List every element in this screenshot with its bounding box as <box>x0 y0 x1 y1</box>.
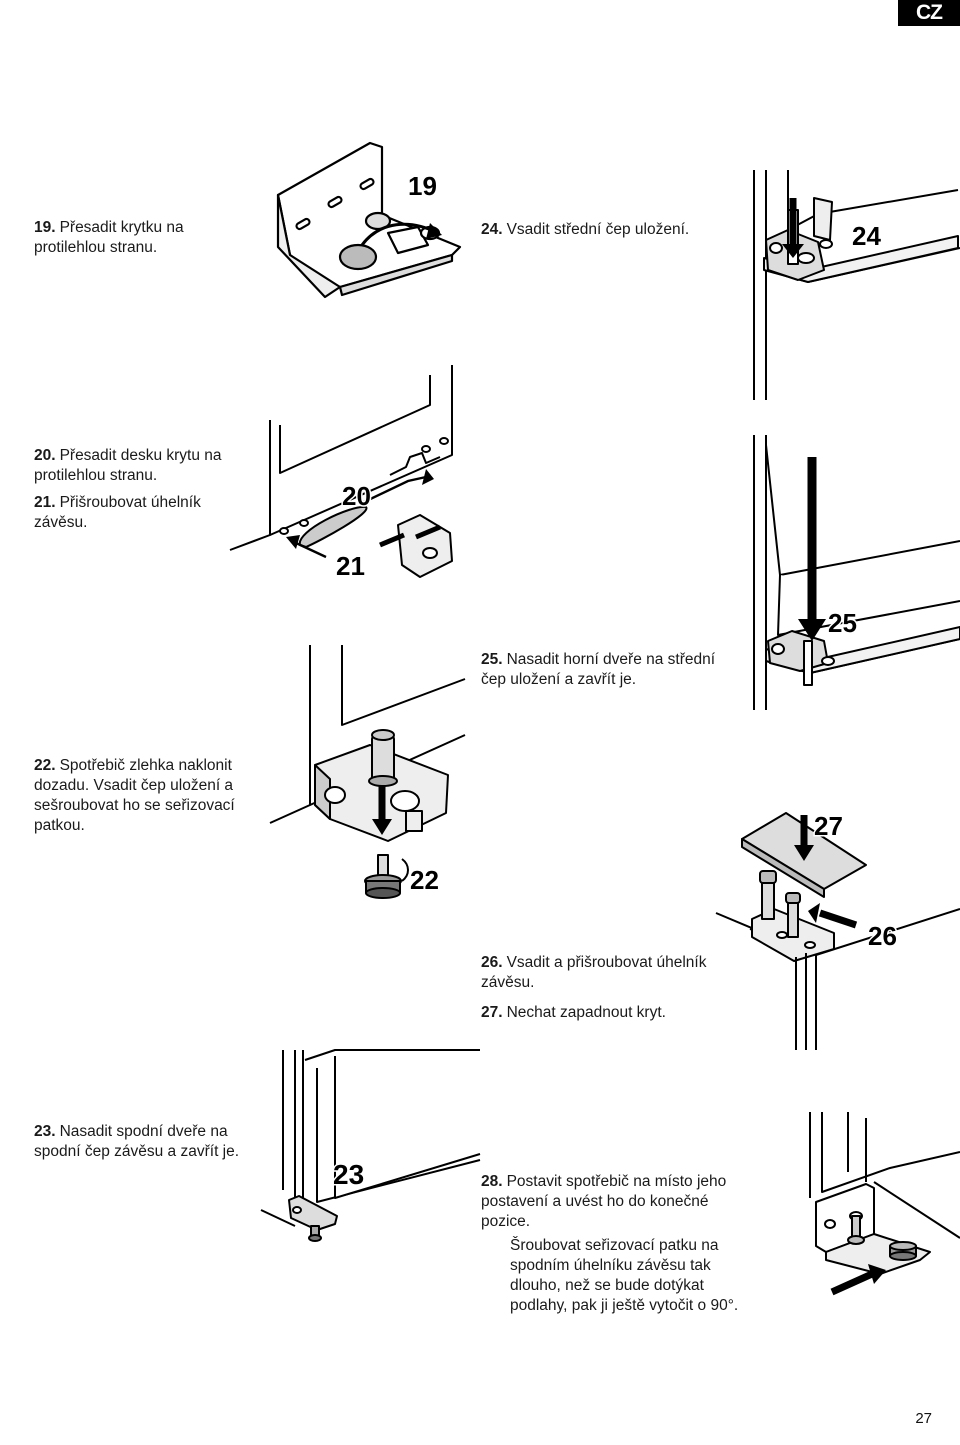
step-27-text: 27.Nechat zapadnout kryt. <box>481 1003 756 1023</box>
step-20-text: 20.Přesadit desku krytu na protilehlou s… <box>34 446 228 486</box>
step-number: 28. <box>481 1173 503 1190</box>
step-number: 19. <box>34 219 56 236</box>
step-number: 23. <box>34 1123 56 1140</box>
step-number: 20. <box>34 447 56 464</box>
figure-21-label: 21 <box>336 551 365 581</box>
figure-26-27-hinge-cover: 27 26 <box>715 810 960 1050</box>
step-description: Vsadit a přišroubovat úhelník závěsu. <box>481 954 707 991</box>
step-26-text: 26.Vsadit a přišroubovat úhelník závěsu. <box>481 953 756 993</box>
step-description: Nechat zapadnout kryt. <box>506 1004 666 1021</box>
figure-20-21-cover-plate: 20 21 <box>229 365 453 583</box>
step-description: Nasadit horní dveře na střední čep ulože… <box>481 651 716 688</box>
step-description: Přišroubovat úhelník závěsu. <box>34 494 201 531</box>
step-22-text: 22.Spotřebič zlehka naklonit dozadu. Vsa… <box>34 756 274 836</box>
language-tag: CZ <box>898 0 960 26</box>
figure-28-adjustable-foot <box>809 1112 960 1296</box>
step-number: 25. <box>481 651 503 668</box>
figure-23-label: 23 <box>333 1159 364 1190</box>
step-description: Přesadit desku krytu na protilehlou stra… <box>34 447 222 484</box>
figure-24-middle-pin: 24 <box>753 170 960 400</box>
step-25-text: 25.Nasadit horní dveře na střední čep ul… <box>481 650 743 690</box>
step-number: 21. <box>34 494 56 511</box>
step-19-text: 19.Přesadit krytku na protilehlou stranu… <box>34 218 256 258</box>
step-28-text: 28.Postavit spotřebič na místo jeho post… <box>481 1172 761 1316</box>
step-description: Spotřebič zlehka naklonit dozadu. Vsadit… <box>34 757 235 834</box>
page-number: 27 <box>915 1410 932 1427</box>
figure-26-label: 26 <box>868 921 897 951</box>
figure-22-label: 22 <box>410 865 439 895</box>
figure-24-label: 24 <box>852 221 881 251</box>
figure-19-label: 19 <box>408 171 437 201</box>
step-21-text: 21.Přišroubovat úhelník závěsu. <box>34 493 244 533</box>
step-number: 27. <box>481 1004 503 1021</box>
figure-27-label: 27 <box>814 811 843 841</box>
figure-19-cover-transfer: 19 <box>276 141 462 299</box>
figure-22-bottom-pin: 22 <box>269 645 466 899</box>
step-number: 22. <box>34 757 56 774</box>
step-description: Přesadit krytku na protilehlou stranu. <box>34 219 184 256</box>
step-number: 26. <box>481 954 503 971</box>
step-description: Nasadit spodní dveře na spodní čep závěs… <box>34 1123 240 1160</box>
step-23-text: 23.Nasadit spodní dveře na spodní čep zá… <box>34 1122 242 1162</box>
figure-25-upper-door: 25 <box>753 435 960 710</box>
figure-25-label: 25 <box>828 608 857 638</box>
step-24-text: 24.Vsadit střední čep uložení. <box>481 220 731 240</box>
figure-23-lower-door: 23 <box>260 1049 481 1242</box>
step-description: Postavit spotřebič na místo jeho postave… <box>481 1173 727 1230</box>
figure-20-label: 20 <box>342 481 371 511</box>
step-number: 24. <box>481 221 503 238</box>
step-28-detail: Šroubovat seřizovací patku na spodním úh… <box>510 1237 739 1314</box>
step-description: Vsadit střední čep uložení. <box>506 221 690 238</box>
